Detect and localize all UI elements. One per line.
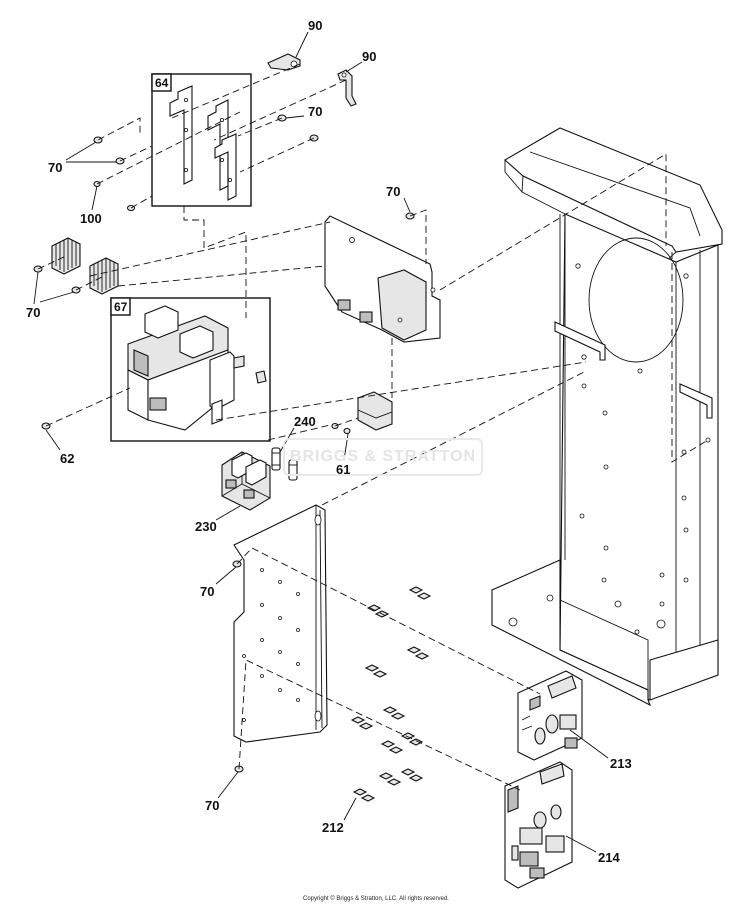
callout-61: 61	[336, 462, 350, 477]
circuit-board-214	[504, 761, 573, 889]
circuit-board-213	[517, 670, 583, 761]
callout-90-b: 90	[362, 49, 376, 64]
kit-label-64: 64	[155, 76, 169, 90]
callout-100: 100	[80, 211, 102, 226]
callout-230: 230	[195, 519, 217, 534]
callout-labels: 90 90 70 70 100 70 70 62 240 61 230 70 2…	[26, 18, 632, 865]
clamp-part-90-b	[337, 69, 357, 107]
callout-214: 214	[598, 850, 620, 865]
screw-set	[33, 114, 415, 773]
enclosure-panel	[491, 127, 723, 707]
fuse-holder-230	[221, 451, 271, 511]
heat-sink-right	[89, 257, 119, 295]
brand-watermark: BRIGGS & STRATTON	[283, 438, 483, 476]
bus-bar-set	[169, 85, 237, 201]
callout-70-c: 70	[386, 184, 400, 199]
clamp-part-90-a	[267, 53, 301, 71]
contactor-block	[127, 305, 267, 431]
relay-mount-bracket	[324, 215, 441, 343]
callout-70-f: 70	[205, 798, 219, 813]
callout-70-a: 70	[308, 104, 322, 119]
callout-240: 240	[294, 414, 316, 429]
small-bracket-61	[357, 391, 393, 431]
copyright-notice: Copyright © Briggs & Stratton, LLC. All …	[303, 896, 449, 902]
callout-90-a: 90	[308, 18, 322, 33]
kit-box-67	[110, 297, 271, 442]
callout-70-d: 70	[26, 305, 40, 320]
standoff-set-212	[350, 586, 432, 802]
callout-212: 212	[322, 820, 344, 835]
callout-70-e: 70	[200, 584, 214, 599]
assembly-dashed-lines	[37, 63, 709, 791]
kit-label-67: 67	[114, 300, 128, 314]
mounting-plate	[233, 504, 328, 743]
heat-sink-left	[51, 237, 81, 275]
callout-62: 62	[60, 451, 74, 466]
kit-box-64	[151, 73, 252, 207]
callout-70-b: 70	[48, 160, 62, 175]
callout-213: 213	[610, 756, 632, 771]
